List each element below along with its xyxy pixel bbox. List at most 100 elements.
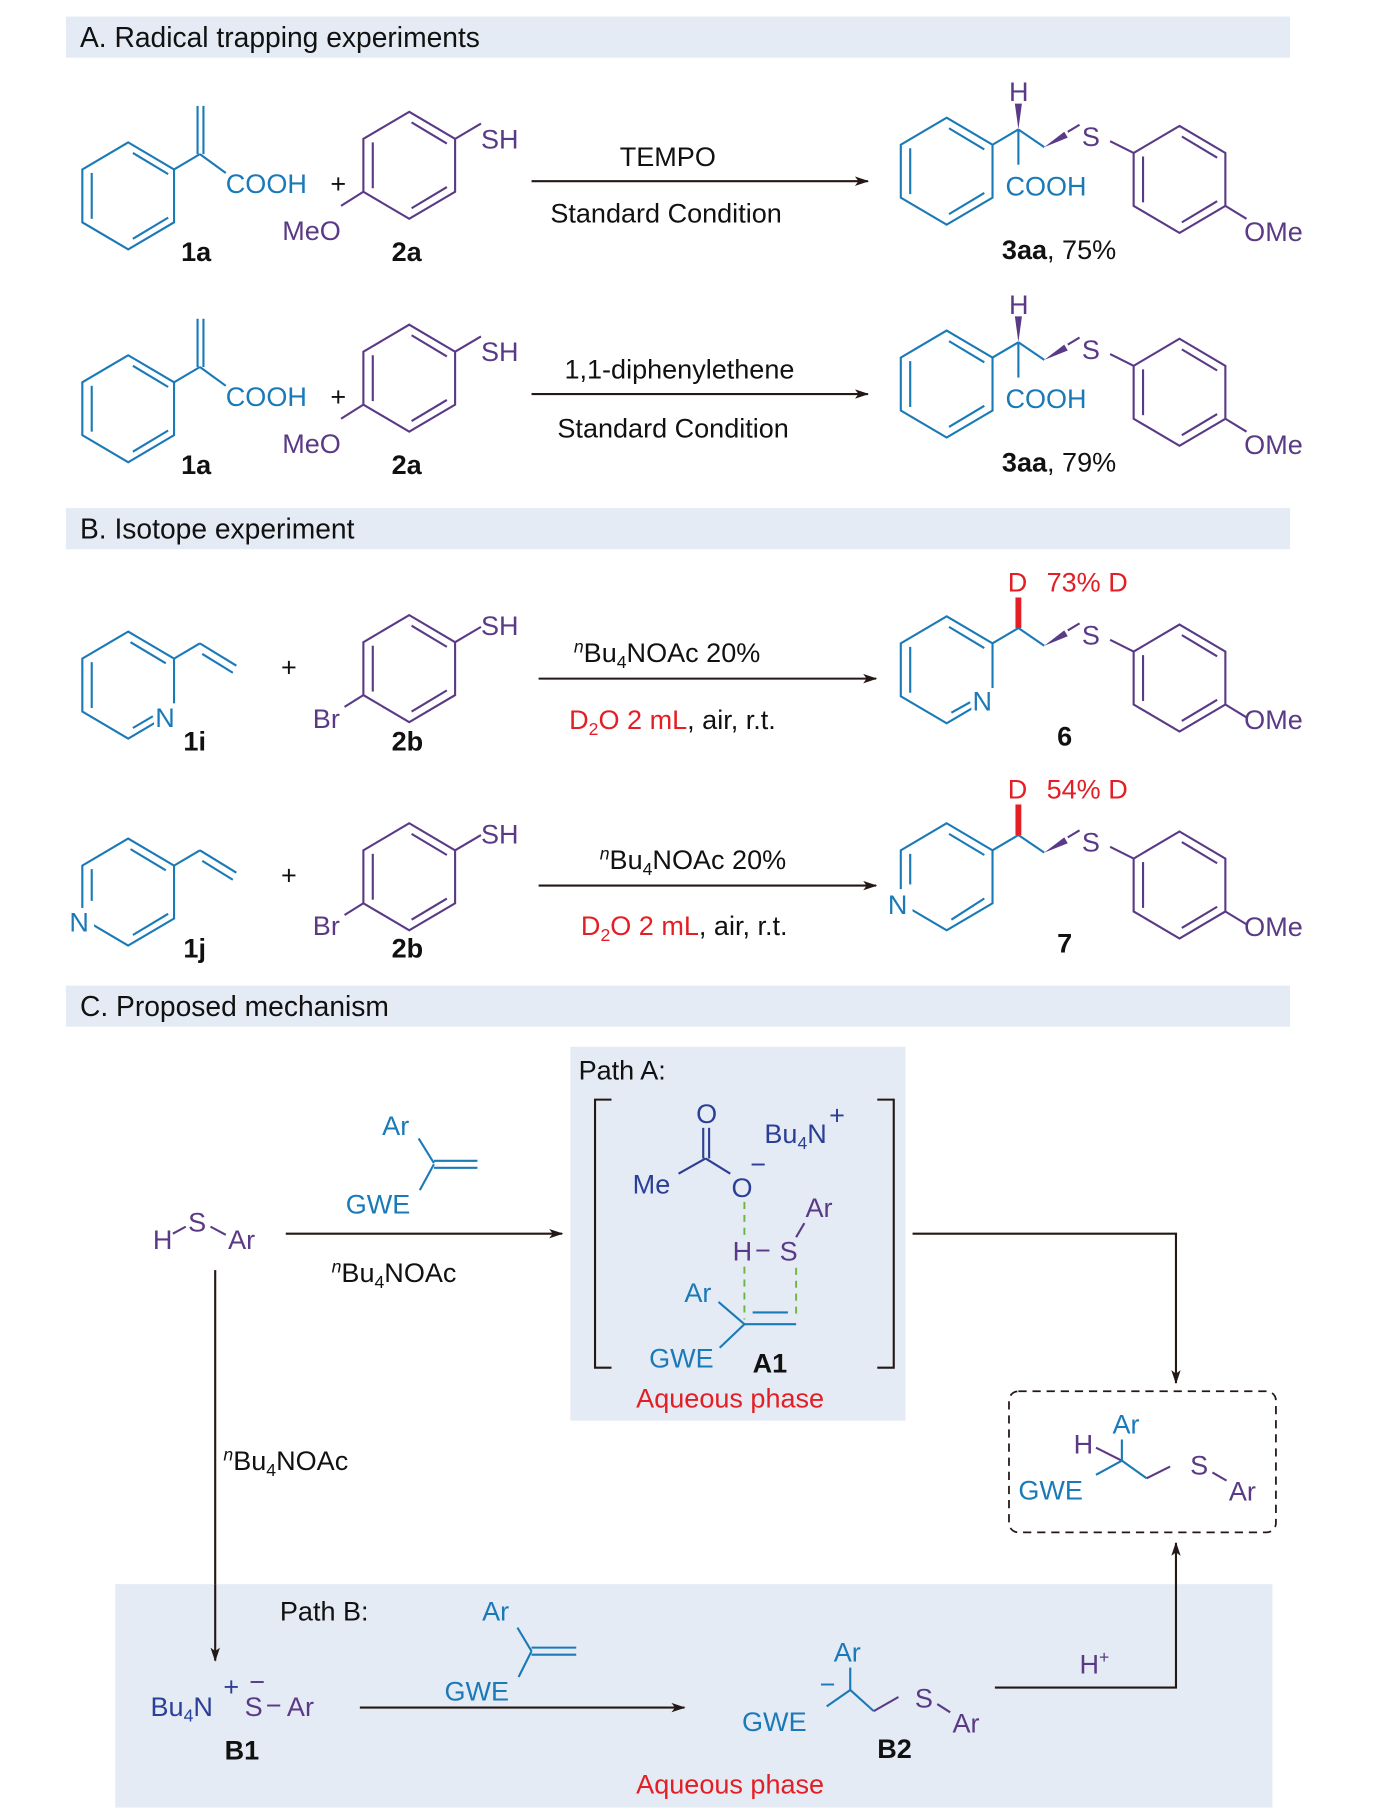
bromo-group: Br xyxy=(313,704,340,734)
compound-3aa: H COOH S OMe 3aa, 75% xyxy=(899,77,1303,265)
section-b-header-band xyxy=(65,508,1291,550)
compound-label: 1i xyxy=(183,726,206,756)
compound-label: 7 xyxy=(1057,929,1072,959)
alkene-reagent: Ar GWE xyxy=(346,1111,478,1220)
atom-s: S xyxy=(188,1207,206,1237)
benzene-ring xyxy=(1132,830,1227,940)
gwe-group: GWE xyxy=(346,1190,411,1220)
methyl-group: Me xyxy=(633,1170,671,1200)
atom-s: S xyxy=(1082,335,1100,365)
reagent-label: nBu4NOAc xyxy=(332,1256,457,1291)
path-b-band xyxy=(115,1584,1273,1808)
product-label-yield: 3aa, 75% xyxy=(1002,235,1116,265)
methoxy-group: OMe xyxy=(1244,912,1303,942)
aryl-group: Ar xyxy=(806,1193,833,1223)
aryl-group: Ar xyxy=(1229,1477,1256,1507)
alkene-reagent: Ar GWE xyxy=(445,1597,577,1707)
yield: , 79% xyxy=(1047,448,1116,478)
left-bracket xyxy=(593,1098,612,1369)
condition-below: D2O 2 mL, air, r.t. xyxy=(581,911,788,945)
benzene-ring xyxy=(899,116,994,226)
reaction-a2: COOH 1a + SH MeO 2a 1,1-diphenylethene S… xyxy=(81,290,1303,480)
thiol-start: H S Ar xyxy=(153,1207,255,1255)
condition-below: Standard Condition xyxy=(550,198,781,228)
atom-s: S xyxy=(1190,1451,1208,1481)
benzene-ring xyxy=(362,613,457,724)
benzene-ring xyxy=(81,354,176,464)
benzene-ring xyxy=(362,323,457,433)
benzene-ring xyxy=(1132,623,1227,733)
compound-label: 1a xyxy=(181,450,212,480)
positive-charge: + xyxy=(223,1672,239,1702)
right-bracket xyxy=(877,1098,895,1369)
negative-charge: − xyxy=(249,1667,265,1697)
gwe-group: GWE xyxy=(445,1677,510,1707)
section-a-title: A. Radical trapping experiments xyxy=(80,21,480,53)
compound-2a: SH MeO 2a xyxy=(282,323,519,480)
section-c-title: C. Proposed mechanism xyxy=(80,990,389,1022)
intermediate-b1: Bu4N + − S − Ar B1 xyxy=(151,1667,314,1765)
wedge-bond xyxy=(1014,103,1022,130)
benzene-ring xyxy=(362,822,457,932)
atom-d: D xyxy=(1008,568,1028,598)
aryl-group: Ar xyxy=(1112,1410,1139,1440)
bond-dash: − xyxy=(266,1691,282,1721)
aryl-group: Ar xyxy=(228,1225,255,1255)
substituent-cooh: COOH xyxy=(1005,384,1086,414)
compound-label: 2b xyxy=(392,933,424,963)
intermediate-label: A1 xyxy=(753,1348,788,1378)
carbonyl-oxygen: O xyxy=(696,1099,717,1129)
condition-above: nBu4NOAc 20% xyxy=(574,637,760,672)
thiol-sh: SH xyxy=(481,611,519,641)
aryl-group: Ar xyxy=(482,1597,509,1627)
bromo-group: Br xyxy=(313,911,340,941)
wedge-bond xyxy=(1014,316,1022,343)
condition-below: D2O 2 mL, air, r.t. xyxy=(569,705,776,739)
dashed-box xyxy=(1008,1390,1277,1534)
path-a-title: Path A: xyxy=(579,1056,666,1086)
compound-7: N S D 54% D OMe 7 xyxy=(886,775,1303,959)
path-a-panel: Path A: O Me O − Bu4N+ Ar H − S Ar GWE A… xyxy=(570,1046,906,1421)
section-a-header-band xyxy=(65,16,1291,58)
benzene-ring xyxy=(1132,337,1227,448)
product-label-yield: 3aa, 79% xyxy=(1002,448,1116,478)
atom-n: N xyxy=(973,686,993,716)
benzene-ring xyxy=(362,110,457,221)
section-b-title: B. Isotope experiment xyxy=(80,513,355,545)
deuterium-incorporation: 73% D xyxy=(1047,568,1128,598)
thiol-sh: SH xyxy=(481,819,519,849)
compound-label: 2b xyxy=(392,726,424,756)
aryl-group: Ar xyxy=(382,1111,409,1141)
benzene-ring xyxy=(1132,124,1227,235)
substituent-cooh: COOH xyxy=(226,169,307,199)
yield: , 75% xyxy=(1047,235,1116,265)
compound-label: 3aa xyxy=(1002,448,1048,478)
final-product: Ar H GWE S Ar xyxy=(1008,1390,1277,1534)
methoxy-group: OMe xyxy=(1244,430,1303,460)
compound-label: 1a xyxy=(181,237,212,267)
reaction-b1: N 1i + SH Br 2b nBu4NOAc 20% D2O 2 mL, a… xyxy=(81,568,1303,756)
condition-above: nBu4NOAc 20% xyxy=(600,844,786,879)
reagent-label: nBu4NOAc xyxy=(223,1445,348,1480)
compound-label: 6 xyxy=(1057,722,1072,752)
compound-1j: N 1j xyxy=(68,837,237,963)
condition-below: Standard Condition xyxy=(557,414,788,444)
pyridine-ring xyxy=(899,822,994,932)
intermediate-label: B2 xyxy=(877,1734,912,1764)
thiol-sh: SH xyxy=(481,337,519,367)
deuterium-incorporation: 54% D xyxy=(1047,775,1128,805)
benzene-ring xyxy=(899,329,994,439)
atom-s: S xyxy=(245,1692,263,1722)
atom-d: D xyxy=(1008,775,1028,805)
atom-s: S xyxy=(915,1684,933,1714)
compound-label: 3aa xyxy=(1002,235,1048,265)
compound-3aa: H COOH S OMe 3aa, 79% xyxy=(899,290,1303,478)
compound-2a: SH MeO 2a xyxy=(282,110,519,267)
aryl-group: Ar xyxy=(287,1692,314,1722)
atom-s: S xyxy=(1082,827,1100,857)
plus-sign: + xyxy=(281,860,297,890)
path-a-band xyxy=(570,1046,906,1421)
compound-label: 1j xyxy=(183,933,206,963)
aryl-group: Ar xyxy=(684,1278,711,1308)
